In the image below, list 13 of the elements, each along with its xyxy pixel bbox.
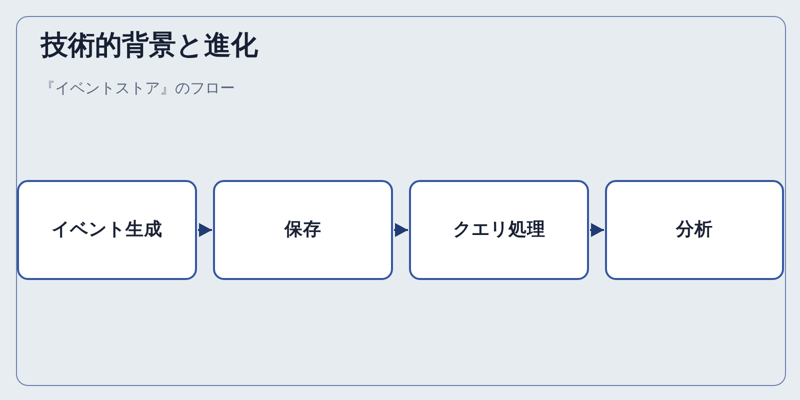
node-label: 分析 bbox=[674, 218, 714, 242]
process-box bbox=[17, 180, 197, 280]
arrow bbox=[590, 223, 604, 237]
node-label: イベント生成 bbox=[50, 218, 164, 242]
node-label: クエリ処理 bbox=[452, 218, 546, 242]
process-box bbox=[605, 180, 784, 280]
arrow bbox=[198, 223, 212, 237]
subtitle-text: 『イベントストア』のフロー bbox=[40, 78, 235, 98]
process-box bbox=[409, 180, 589, 280]
process-box bbox=[213, 180, 393, 280]
diagram-title: 技術的背景と進化 bbox=[41, 29, 258, 63]
arrow bbox=[394, 223, 408, 237]
node-label: 保存 bbox=[283, 218, 322, 242]
